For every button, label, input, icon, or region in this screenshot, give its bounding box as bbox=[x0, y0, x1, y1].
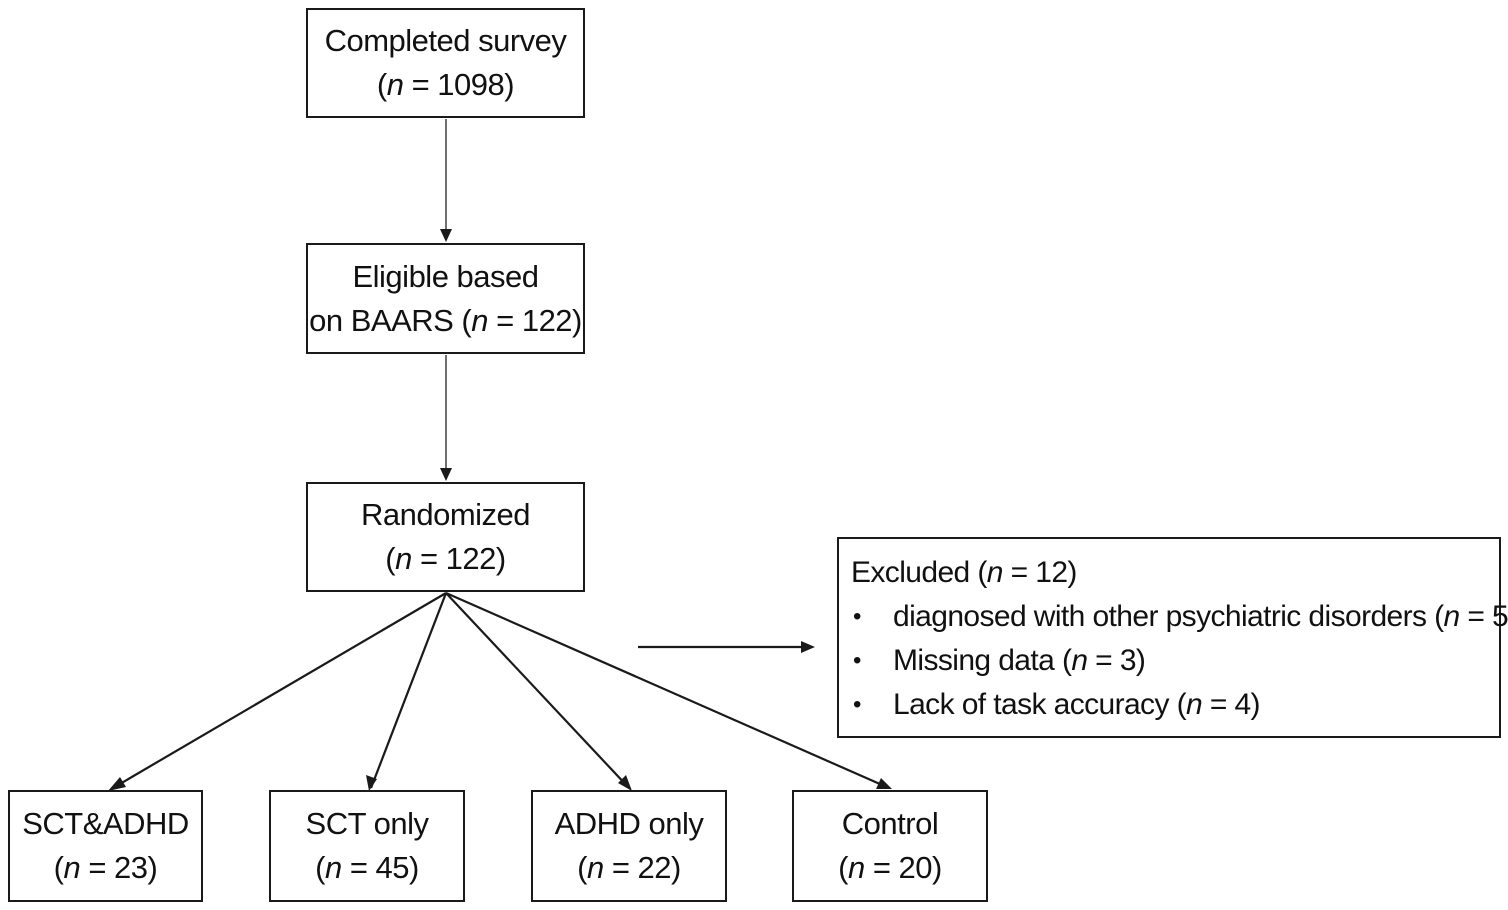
arrow-randomized-to-adhdonly bbox=[445, 592, 630, 789]
arrowhead-randomized-to-sctonly bbox=[366, 775, 377, 791]
group-count: (n = 20) bbox=[838, 846, 942, 890]
excluded-item-label: Lack of task accuracy (n = 4) bbox=[893, 683, 1261, 727]
arrowhead-to-excluded bbox=[801, 641, 815, 653]
group-count-open: ( bbox=[838, 850, 848, 885]
arrowhead-randomized-to-sctadhd bbox=[108, 777, 126, 791]
group-count: (n = 23) bbox=[54, 846, 158, 890]
excluded-title-label: Excluded ( bbox=[851, 556, 987, 589]
randomized-label: Randomized bbox=[360, 497, 531, 532]
bullet-icon: • bbox=[853, 691, 861, 718]
group-count-value: = 45) bbox=[341, 850, 420, 885]
arrow-randomized-to-sctadhd bbox=[112, 592, 447, 789]
randomized-n-symbol: n bbox=[395, 541, 412, 576]
randomized-count: (n = 122) bbox=[385, 537, 506, 581]
group-n-symbol: n bbox=[324, 850, 342, 885]
excluded-item-value: = 4) bbox=[1202, 688, 1261, 721]
group-box-sct-only: SCT only (n = 45) bbox=[269, 790, 465, 902]
randomized-box: Randomized (n = 122) bbox=[306, 482, 585, 592]
group-n-symbol: n bbox=[63, 850, 81, 885]
excluded-item: • Lack of task accuracy (n = 4) bbox=[851, 683, 1261, 727]
arrow-randomized-to-sctonly bbox=[369, 592, 448, 789]
eligible-count-prefix: on BAARS ( bbox=[309, 302, 472, 338]
group-box-control: Control (n = 20) bbox=[792, 790, 988, 902]
group-count: (n = 22) bbox=[577, 846, 681, 890]
completed-survey-n-symbol: n bbox=[386, 67, 404, 102]
eligible-box: Eligible based on BAARS (n = 122) bbox=[306, 243, 585, 354]
group-count: (n = 45) bbox=[315, 846, 419, 890]
eligible-count: on BAARS (n = 122) bbox=[309, 299, 582, 343]
excluded-item-n-symbol: n bbox=[1185, 688, 1203, 721]
bullet-icon: • bbox=[853, 603, 861, 630]
group-n-symbol: n bbox=[847, 850, 865, 885]
excluded-item-text: Lack of task accuracy ( bbox=[893, 688, 1187, 721]
excluded-box: Excluded (n = 12) • diagnosed with other… bbox=[837, 537, 1508, 738]
completed-survey-count-value: = 1098) bbox=[403, 67, 515, 102]
excluded-item-label: Missing data (n = 3) bbox=[893, 639, 1146, 683]
group-n-symbol: n bbox=[586, 850, 604, 885]
eligible-n-symbol: n bbox=[471, 302, 488, 338]
excluded-n-symbol: n bbox=[986, 556, 1004, 589]
group-count-open: ( bbox=[577, 850, 587, 885]
excluded-item-text: Missing data ( bbox=[893, 644, 1072, 677]
excluded-item-value: = 5) bbox=[1467, 600, 1508, 633]
excluded-item-label: diagnosed with other psychiatric disorde… bbox=[893, 595, 1508, 639]
excluded-item-text: diagnosed with other psychiatric disorde… bbox=[893, 600, 1444, 633]
excluded-title: Excluded (n = 12) bbox=[851, 551, 1077, 595]
completed-survey-count: (n = 1098) bbox=[376, 63, 515, 107]
excluded-item: • diagnosed with other psychiatric disor… bbox=[851, 595, 1508, 639]
arrow-randomized-to-control bbox=[445, 591, 890, 790]
group-label: SCT only bbox=[305, 806, 429, 841]
group-box-sct-adhd: SCT&ADHD (n = 23) bbox=[8, 790, 203, 902]
completed-survey-count-open: ( bbox=[376, 67, 387, 102]
group-count-value: = 20) bbox=[864, 850, 943, 885]
excluded-item-value: = 3) bbox=[1087, 644, 1146, 677]
arrowhead-randomized-to-adhdonly bbox=[618, 775, 632, 791]
completed-survey-box: Completed survey (n = 1098) bbox=[306, 8, 585, 118]
excluded-item-n-symbol: n bbox=[1071, 644, 1088, 677]
group-label: Control bbox=[841, 806, 939, 841]
arrowhead-randomized-to-control bbox=[876, 778, 892, 789]
group-count-open: ( bbox=[53, 850, 64, 885]
eligible-count-value: = 122) bbox=[488, 302, 582, 338]
group-label: ADHD only bbox=[554, 806, 704, 841]
randomized-count-open: ( bbox=[385, 541, 396, 576]
group-count-open: ( bbox=[315, 850, 325, 885]
excluded-item: • Missing data (n = 3) bbox=[851, 639, 1146, 683]
excluded-title-value: = 12) bbox=[1002, 556, 1078, 589]
group-label: SCT&ADHD bbox=[22, 806, 189, 841]
group-box-adhd-only: ADHD only (n = 22) bbox=[531, 790, 727, 902]
arrowhead-completed-to-eligible bbox=[440, 229, 452, 242]
completed-survey-label: Completed survey bbox=[324, 23, 567, 58]
arrowhead-eligible-to-randomized bbox=[440, 468, 452, 481]
eligible-label: Eligible based bbox=[352, 258, 539, 294]
randomized-count-value: = 122) bbox=[411, 541, 506, 576]
group-count-value: = 22) bbox=[603, 850, 682, 885]
group-count-value: = 23) bbox=[80, 850, 158, 885]
excluded-item-n-symbol: n bbox=[1443, 600, 1461, 633]
bullet-icon: • bbox=[853, 647, 861, 674]
